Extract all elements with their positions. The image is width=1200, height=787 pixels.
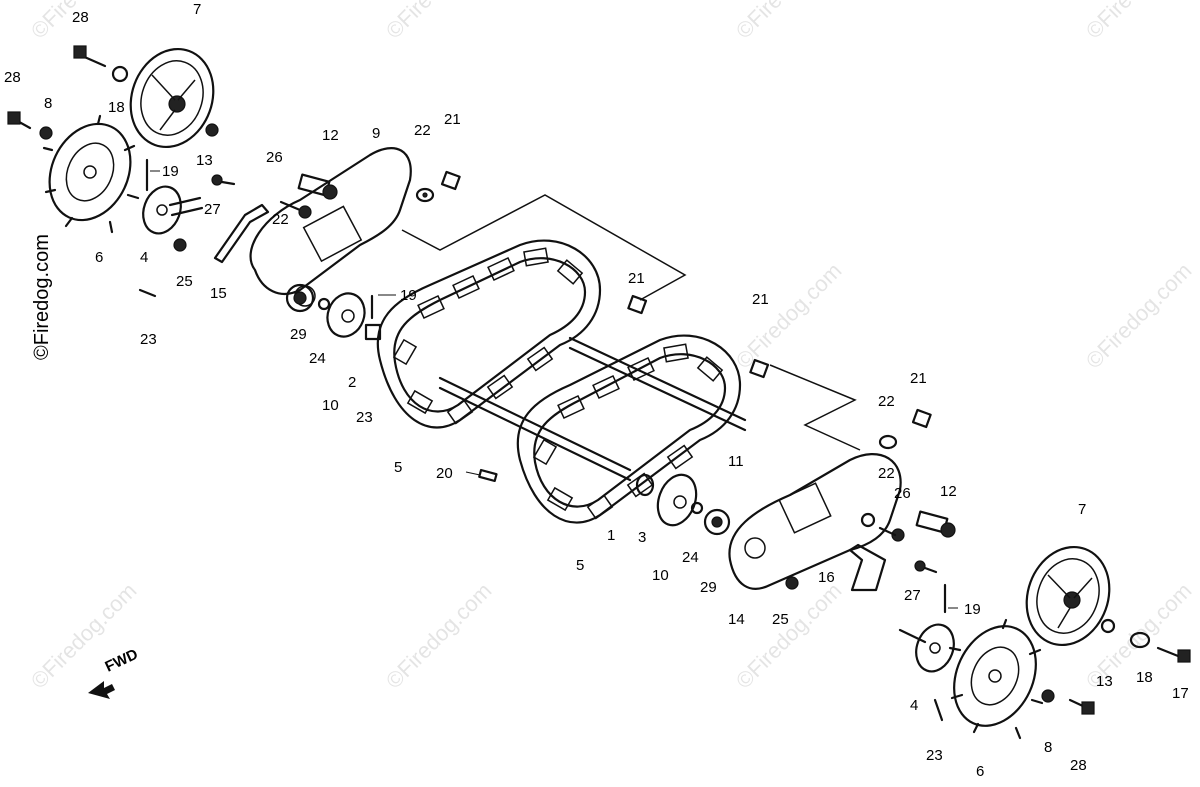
track-lugs-rear xyxy=(392,247,584,425)
part-label: 21 xyxy=(444,111,461,128)
assembly-guide-lines xyxy=(401,194,861,451)
part-label: 25 xyxy=(176,273,193,290)
part-label: 28 xyxy=(72,9,89,26)
part-label: 29 xyxy=(290,326,307,343)
pivot-bolt-left xyxy=(297,173,338,200)
part-label: 21 xyxy=(628,270,645,287)
part-label: 26 xyxy=(266,149,283,166)
part-label: 18 xyxy=(108,99,125,116)
washer-nut-top xyxy=(415,170,461,203)
part-label: 27 xyxy=(904,587,921,604)
part-label: 7 xyxy=(1078,501,1086,518)
part-label: 13 xyxy=(1096,673,1113,690)
part-label: 27 xyxy=(204,201,221,218)
drive-wheel-left xyxy=(129,47,215,149)
part-label: 19 xyxy=(162,163,179,180)
sprocket-hub-right xyxy=(948,618,1044,740)
part-label: 10 xyxy=(322,397,339,414)
track-frame-front xyxy=(516,334,742,524)
part-label: 28 xyxy=(4,69,21,86)
stay-rod xyxy=(213,203,270,264)
part-label: 28 xyxy=(1070,757,1087,774)
part-label: 23 xyxy=(356,409,373,426)
part-label: 6 xyxy=(976,763,984,780)
bearing-right xyxy=(635,473,731,536)
part-label: 16 xyxy=(818,569,835,586)
nut-21-right xyxy=(749,358,770,379)
forward-label: FWD xyxy=(103,646,141,676)
part-label: 23 xyxy=(140,331,157,348)
part-label: 22 xyxy=(272,211,289,228)
part-label: 1 xyxy=(607,527,615,544)
pin-20 xyxy=(478,468,498,483)
axle-flange-left xyxy=(142,185,204,235)
part-label: 24 xyxy=(309,350,326,367)
forward-arrow-icon xyxy=(88,681,115,699)
part-label: 22 xyxy=(878,465,895,482)
part-label: 10 xyxy=(652,567,669,584)
sprocket-hub-left xyxy=(42,114,140,234)
part-labels: 28 7 28 8 18 13 19 26 12 9 22 21 27 22 6… xyxy=(4,1,1189,780)
part-label: 17 xyxy=(1172,685,1189,702)
axle-flange-right xyxy=(898,623,955,673)
part-label: 25 xyxy=(772,611,789,628)
shafts xyxy=(438,336,747,482)
bolts-right xyxy=(785,560,1191,722)
part-label: 3 xyxy=(638,529,646,546)
part-label: 4 xyxy=(910,697,918,714)
leader-lines xyxy=(150,170,958,609)
part-label: 9 xyxy=(372,125,380,142)
part-label: 2 xyxy=(348,374,356,391)
part-label: 13 xyxy=(196,152,213,169)
bolts-left xyxy=(7,45,312,298)
part-label: 12 xyxy=(940,483,957,500)
watermark: ©Firedog.com xyxy=(1081,0,1197,44)
part-label: 14 xyxy=(728,611,745,628)
part-label: 22 xyxy=(414,122,431,139)
watermark: ©Firedog.com xyxy=(731,578,847,694)
watermark-vertical: ©Firedog.com xyxy=(31,234,53,360)
part-label: 5 xyxy=(576,557,584,574)
part-label: 7 xyxy=(193,1,201,18)
side-plate-right xyxy=(728,453,902,590)
watermark: ©Firedog.com xyxy=(381,578,497,694)
watermark: ©Firedog.com xyxy=(1081,258,1197,374)
watermark: ©Firedog.com xyxy=(26,578,142,694)
part-label: 19 xyxy=(400,287,417,304)
part-label: 20 xyxy=(436,465,453,482)
part-label: 18 xyxy=(1136,669,1153,686)
part-label: 11 xyxy=(728,453,744,470)
part-label: 12 xyxy=(322,127,339,144)
part-label: 4 xyxy=(140,249,148,266)
part-label: 29 xyxy=(700,579,717,596)
watermark: ©Firedog.com xyxy=(731,0,847,44)
part-label: 21 xyxy=(752,291,769,308)
part-label: 21 xyxy=(910,370,927,387)
part-label: 24 xyxy=(682,549,699,566)
forward-direction-indicator: FWD xyxy=(88,646,141,699)
drive-wheel-right xyxy=(1025,545,1111,647)
pivot-bolt-right xyxy=(915,510,956,538)
bearing-left xyxy=(285,283,382,341)
part-label: 23 xyxy=(926,747,943,764)
bracket-16 xyxy=(848,543,887,592)
washer-nut-right xyxy=(860,408,932,542)
part-label: 8 xyxy=(1044,739,1052,756)
part-label: 15 xyxy=(210,285,227,302)
part-label: 22 xyxy=(878,393,895,410)
watermark: ©Firedog.com xyxy=(381,0,497,44)
track-lugs-front xyxy=(532,343,724,520)
track-frame-rear xyxy=(376,239,602,429)
watermark: ©Firedog.com xyxy=(731,258,847,374)
part-label: 5 xyxy=(394,459,402,476)
part-label: 8 xyxy=(44,95,52,112)
part-label: 26 xyxy=(894,485,911,502)
part-label: 6 xyxy=(95,249,103,266)
part-label: 19 xyxy=(964,601,981,618)
nut-21-center xyxy=(627,294,648,315)
